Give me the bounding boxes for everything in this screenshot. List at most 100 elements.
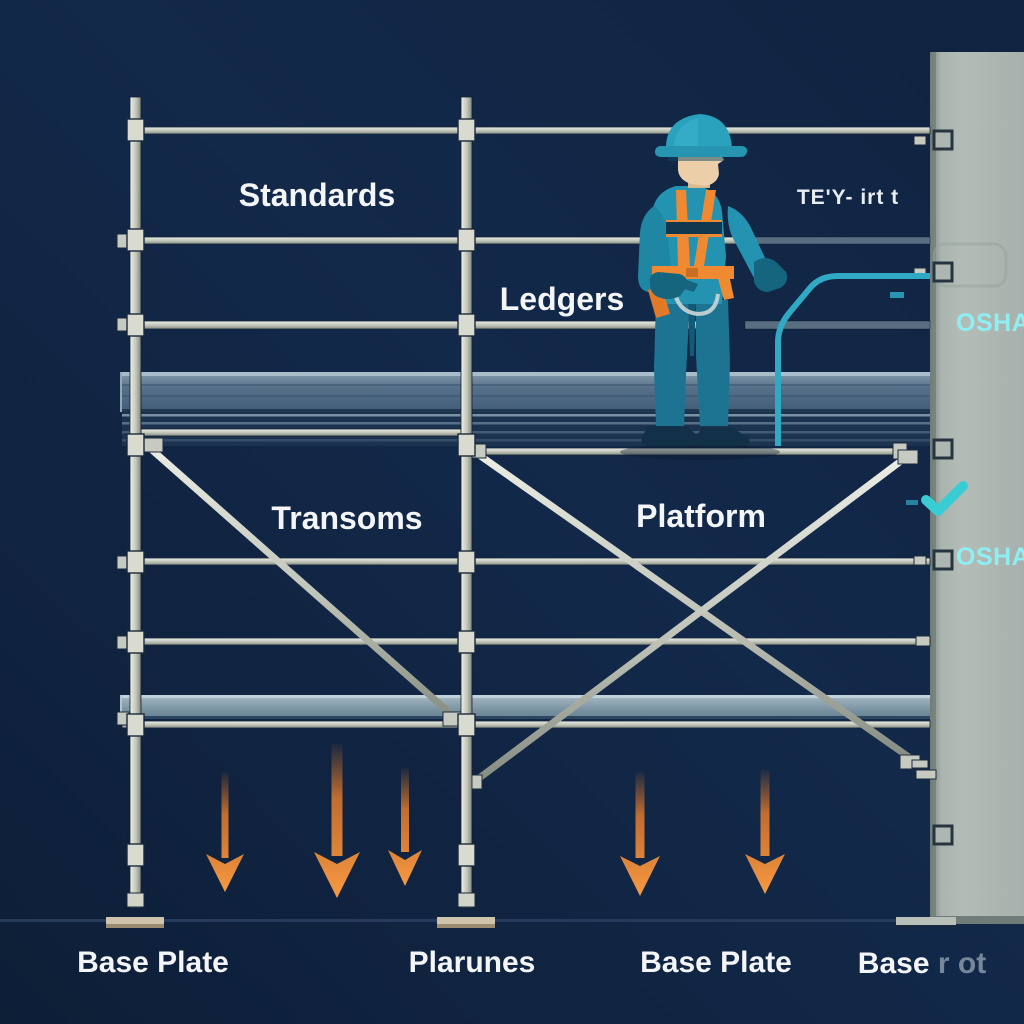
label-plarunes: Plarunes (409, 946, 536, 979)
label-marking: TE'Y- irt t (797, 186, 899, 209)
pole-coupler (457, 630, 476, 654)
wall-tie-tab (913, 135, 927, 146)
pole-coupler (457, 550, 476, 574)
harness-chest-band (666, 222, 722, 234)
label-base-right-suffix: r ot (938, 947, 986, 980)
wall-ties-group (911, 129, 954, 846)
worker-right-leg (696, 300, 730, 426)
wall-tie-bracket (932, 438, 954, 460)
deck-bottom-edge (122, 409, 930, 412)
ground-line (0, 919, 1024, 922)
load-arrow (388, 768, 422, 886)
worker-reflection (620, 444, 780, 460)
wall-panel (896, 52, 1024, 929)
label-base-right-prefix: Base (858, 947, 938, 980)
pole-coupler (457, 843, 476, 867)
pole (129, 96, 142, 909)
ledger-2-shaded (740, 236, 931, 245)
deck-top-highlight (122, 372, 930, 376)
base-plate-socket (457, 892, 476, 908)
wall-sill-shadow (896, 925, 960, 929)
wall-base-shadow (930, 916, 1024, 924)
wall-sill (896, 917, 956, 925)
brace-bracket (897, 449, 919, 465)
fascia-line (122, 439, 930, 442)
pole-coupler (126, 713, 145, 737)
ledger-5 (140, 637, 931, 646)
ledger-3-shaded (744, 320, 931, 330)
worker-left-finger (674, 276, 698, 292)
lanyard-loop (672, 285, 720, 317)
label-base-plate-left: Base Plate (77, 946, 229, 979)
label-base-plate-mid: Base Plate (640, 946, 792, 979)
worker-left-leg (654, 300, 690, 426)
label-base-right: Base r ot (858, 947, 986, 980)
label-platform: Platform (636, 498, 766, 534)
base-plate (437, 917, 495, 926)
ledger-below-lower-deck (121, 720, 931, 729)
load-arrow (745, 770, 785, 894)
lower-deck (120, 695, 931, 729)
pole-coupler (126, 228, 145, 252)
harness-chest-edge (666, 220, 722, 223)
load-arrow (314, 744, 360, 898)
wall-tie-bracket (932, 549, 954, 571)
harness-buckle (686, 268, 698, 277)
base-plate-shadow (437, 924, 495, 928)
label-standards: Standards (239, 177, 395, 213)
hard-hat-highlight (674, 118, 698, 146)
worker-right-glove (754, 258, 788, 292)
harness-chest-edge (666, 234, 722, 237)
pole-coupler (457, 228, 476, 252)
label-ledgers: Ledgers (500, 281, 624, 317)
teal-dash-lower (906, 500, 918, 505)
brace-bracket (142, 437, 164, 453)
pole (460, 96, 473, 909)
deck-bottom-edge (122, 716, 930, 719)
hip-tool (648, 286, 670, 318)
fascia-line (122, 414, 930, 417)
hard-hat-shadow (668, 157, 724, 161)
ledger-3 (140, 320, 702, 330)
pole-coupler (126, 550, 145, 574)
ledger-top (140, 126, 931, 135)
pole-coupler (457, 313, 476, 337)
load-arrow (206, 772, 244, 892)
wall-edge (930, 52, 936, 922)
deck-slab (122, 695, 930, 719)
check-icon (921, 481, 968, 516)
guardrail-left-bay (140, 428, 462, 437)
pole-coupler (457, 713, 476, 737)
ledger-4 (140, 557, 931, 566)
teal-dash-upper (890, 292, 904, 298)
fascia-line (122, 422, 930, 425)
load-arrow (620, 772, 660, 896)
braces-group (140, 437, 921, 790)
base-plate-shadow (106, 924, 164, 928)
standard-pole-right (437, 96, 495, 928)
base-plate (106, 917, 164, 926)
standard-pole-left (106, 96, 164, 928)
wall-tie-bracket (932, 824, 954, 846)
worker-left-boot (641, 426, 700, 446)
deck-streak (122, 384, 930, 386)
cross-brace-right-1 (469, 447, 916, 763)
pole-coupler (126, 630, 145, 654)
pole-coupler (457, 433, 476, 457)
wall-tie-tab (915, 635, 931, 647)
wall-tie-tab (915, 769, 937, 780)
wall-tie-bracket (932, 261, 954, 283)
load-arrows-group (206, 744, 785, 898)
label-transoms: Transoms (271, 500, 422, 536)
osha-note-bottom: OSHA (956, 543, 1024, 571)
wall-tie-tab (913, 555, 927, 566)
hard-hat-brim (655, 146, 748, 157)
deck-top-highlight (122, 695, 930, 698)
worker-right-boot (694, 428, 750, 446)
pole-coupler (126, 313, 145, 337)
base-plate-socket (126, 892, 145, 908)
guardrail-teal (775, 273, 930, 446)
